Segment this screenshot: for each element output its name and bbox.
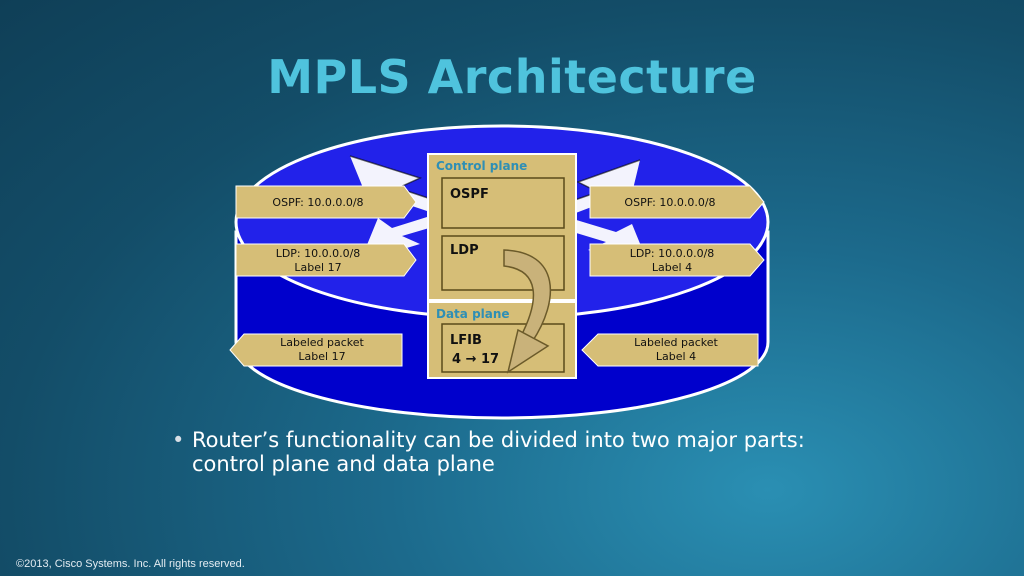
ldp-box-label: LDP [450,243,479,258]
copyright-footer: ©2013, Cisco Systems. Inc. All rights re… [16,558,245,570]
ldp-to-lfib-arrow-icon [503,249,552,374]
right-ldp-message [589,243,765,277]
left-labeled-packet [229,333,403,367]
left-ldp-line1: LDP: 10.0.0.0/8 [276,247,361,260]
ospf-box-label: OSPF [450,187,489,202]
bullet-text: Router’s functionality can be divided in… [192,428,805,476]
right-packet-line1: Labeled packet [634,336,718,349]
right-ospf-text: OSPF: 10.0.0.0/8 [624,196,715,209]
bullet-point: • Router’s functionality can be divided … [172,428,812,476]
left-packet-line2: Label 17 [298,350,345,363]
lfib-box-label: LFIB [450,333,482,348]
lfib-entry-arrow-icon: → [461,352,481,367]
lfib-entry-from: 4 [452,352,461,367]
data-plane-label: Data plane [436,307,510,321]
slide-title: MPLS Architecture [267,50,757,104]
right-labeled-packet [581,333,759,367]
control-plane-label: Control plane [436,159,527,173]
right-ospf-message [589,185,765,219]
left-ldp-message [235,243,417,277]
left-packet-line1: Labeled packet [280,336,364,349]
bullet-dot-icon: • [172,428,185,452]
right-ldp-line1: LDP: 10.0.0.0/8 [630,247,715,260]
right-ldp-line2: Label 4 [652,261,692,274]
right-packet-line2: Label 4 [656,350,696,363]
lfib-entry: 4 → 17 [452,352,499,367]
left-ospf-text: OSPF: 10.0.0.0/8 [272,196,363,209]
ospf-box [441,177,565,229]
left-ldp-line2: Label 17 [294,261,341,274]
lfib-entry-to: 17 [481,352,499,367]
left-ospf-message [235,185,417,219]
